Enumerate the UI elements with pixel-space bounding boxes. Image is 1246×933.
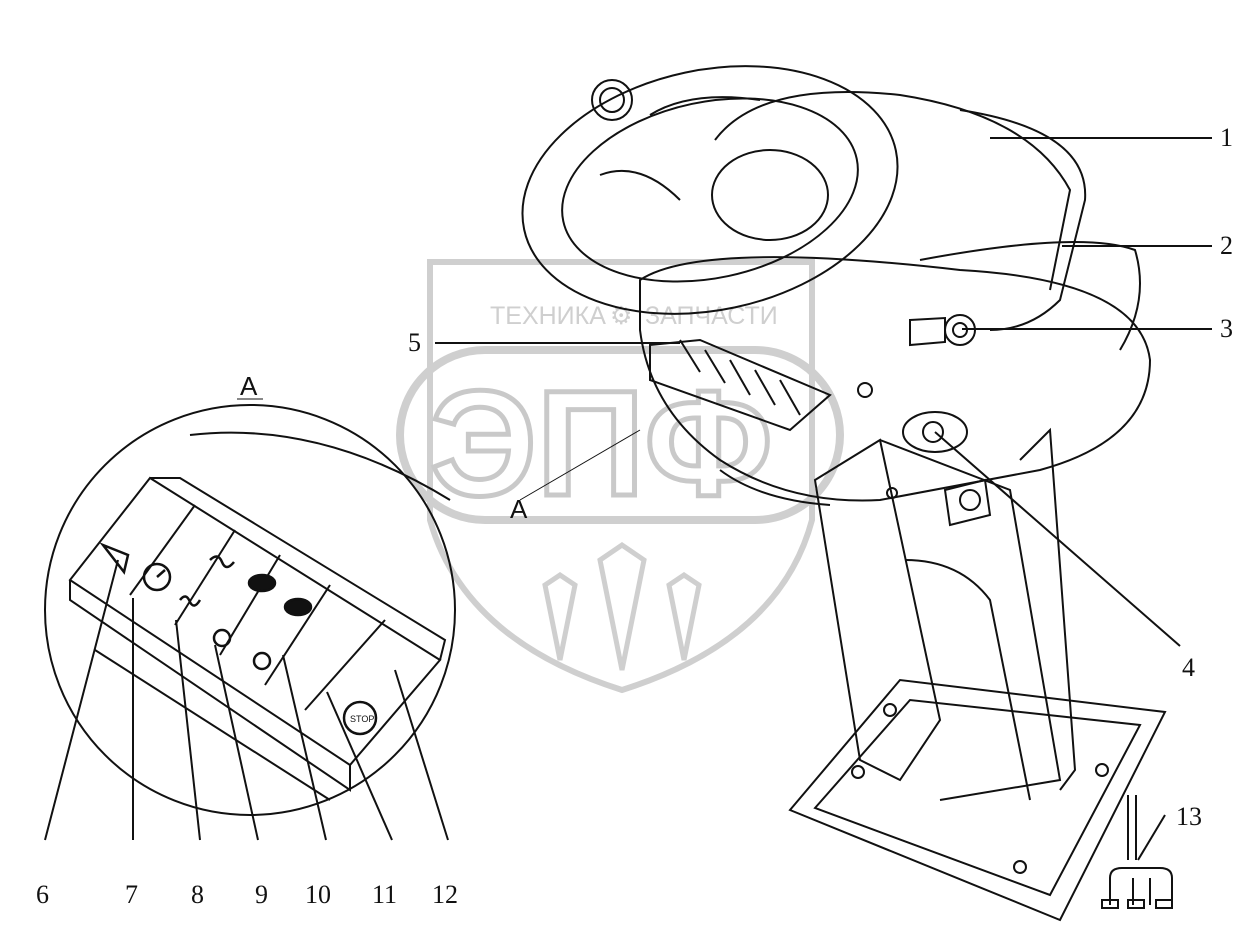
callout-9: 9: [255, 880, 268, 909]
callout-3: 3: [1220, 314, 1233, 343]
watermark-right-text: ЗАПЧАСТИ: [645, 302, 778, 330]
rocker-switch-panel: [649, 338, 832, 432]
turtle-icon-2: [283, 597, 313, 617]
steering-column: [521, 65, 1167, 922]
callout-13: 13: [1176, 802, 1202, 831]
multifunction-switch: [902, 411, 968, 453]
hydraulic-orbitrol-symbol: [1101, 795, 1173, 909]
callout-8: 8: [191, 880, 204, 909]
column-pillar: [813, 438, 942, 782]
steering-wheel-rim: [521, 65, 899, 315]
callout-10: 10: [305, 880, 331, 909]
switch-icons: [99, 542, 378, 736]
leader-lines: [44, 137, 1212, 861]
callout-11: 11: [372, 880, 397, 909]
watermark-banner: [396, 346, 844, 524]
vibration-high-icon: [209, 555, 235, 569]
detail-a-marker: A: [510, 494, 528, 524]
callout-2: 2: [1220, 231, 1233, 260]
vibration-low-icon: [179, 595, 202, 607]
speedometer-icon: [142, 562, 172, 592]
rabbit-icon-1: [212, 628, 232, 648]
callout-1: 1: [1220, 123, 1233, 152]
callout-4: 4: [1182, 653, 1195, 682]
spinner-knob: [591, 79, 633, 121]
callout-12: 12: [432, 880, 458, 909]
stop-icon: [342, 700, 378, 736]
horn-icon: [99, 542, 130, 575]
steering-wheel-hub: [711, 149, 829, 241]
rabbit-icon-2: [252, 651, 272, 671]
watermark-left-text: ТЕХНИКА: [490, 302, 606, 330]
callout-5: 5: [408, 328, 421, 357]
dash-housing: [639, 256, 1152, 502]
watermark-shield: [427, 259, 815, 694]
stop-icon-label: STOP: [350, 714, 374, 724]
watermark: ТЕХНИКА ⚙ ЗАПЧАСТИ ЭПФ: [396, 259, 844, 694]
watermark-logo-letters: ЭПФ: [430, 359, 773, 527]
turtle-icon-1: [247, 573, 277, 593]
callout-6: 6: [36, 880, 49, 909]
base-plate-inner: [813, 698, 1142, 897]
base-plate: [788, 678, 1167, 922]
watermark-wheat-icon: [542, 541, 702, 671]
detail-a-view: [44, 404, 456, 816]
detail-a-title: A: [240, 371, 258, 401]
detail-a-circle: [44, 404, 456, 816]
callout-7: 7: [125, 880, 138, 909]
